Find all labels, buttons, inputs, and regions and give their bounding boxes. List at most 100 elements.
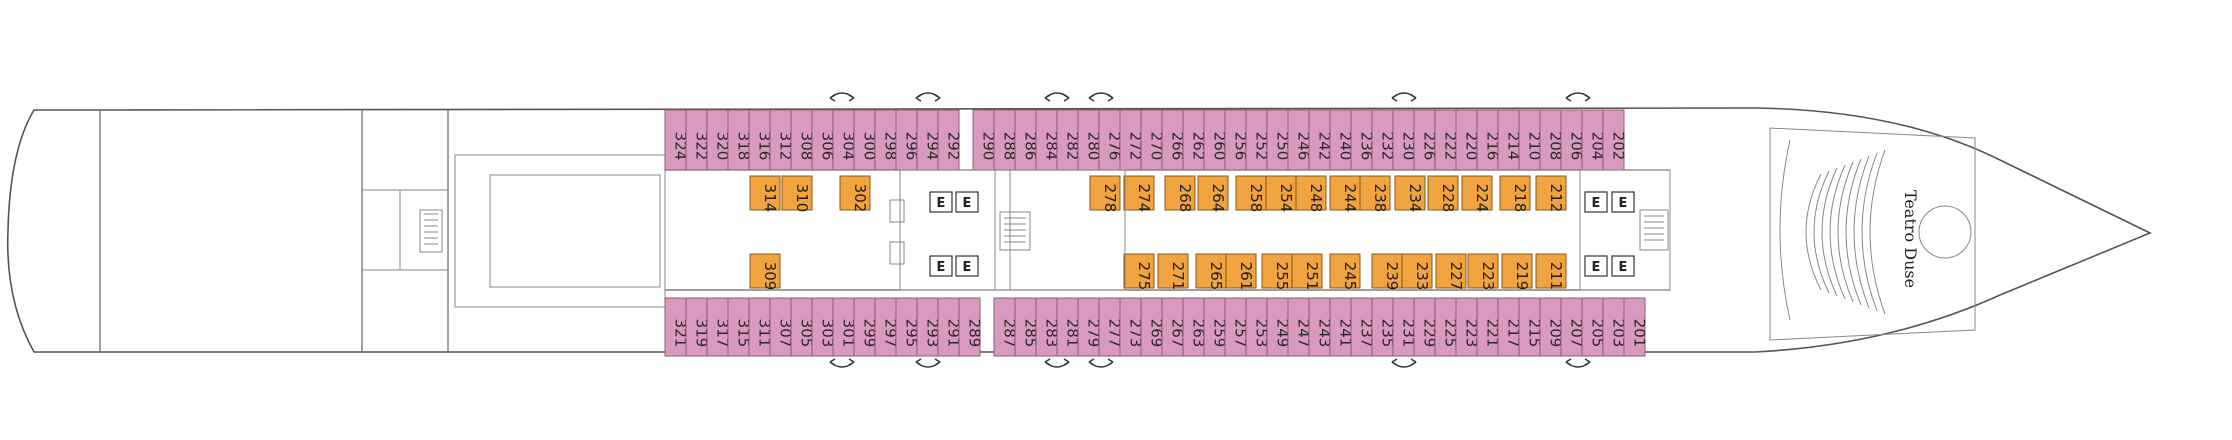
cabin-290: 290 [972,109,998,171]
cabin-number: 206 [1568,132,1586,161]
cabin-number: 303 [819,319,837,348]
cabin-number: 244 [1341,184,1359,213]
cabin-number: 214 [1505,132,1523,161]
cabin-number: 218 [1511,184,1529,213]
cabin-number: 278 [1101,184,1119,213]
elevator-icon: E [1611,255,1635,277]
cabin-276: 276 [1098,109,1124,171]
elevator-icon: E [955,255,979,277]
cabin-number: 298 [882,132,900,161]
cabin-number: 282 [1064,132,1082,161]
inner-cabin-238: 238 [1359,175,1391,212]
cabin-number: 267 [1169,319,1187,348]
inner-cabin-255: 255 [1261,253,1293,290]
cabin-294: 294 [916,109,942,171]
cabin-block [781,175,813,211]
cabin-number: 208 [1547,132,1565,161]
cabin-number: 225 [1442,319,1460,348]
cabin-number: 247 [1295,319,1313,348]
aft-pool-area [454,154,666,308]
cabin-number: 307 [777,319,795,348]
cabin-number: 268 [1176,184,1194,213]
cabin-block [1265,175,1297,211]
cabin-number: 211 [1547,262,1565,291]
cabin-number: 321 [672,319,690,348]
cabin-number: 294 [924,132,942,161]
cabin-number: 215 [1526,319,1544,348]
cabin-number: 250 [1274,132,1292,161]
cabin-321: 321 [664,297,690,357]
cabin-block [1435,253,1467,289]
cabin-block [1164,175,1196,211]
cabin-number: 306 [819,132,837,161]
cabin-237: 237 [1350,297,1376,357]
cabin-number: 219 [1513,262,1531,291]
cabin-number: 287 [1001,319,1019,348]
cabin-number: 253 [1253,319,1271,348]
cabin-257: 257 [1224,297,1250,357]
cabin-231: 231 [1392,297,1418,357]
cabin-number: 259 [1211,319,1229,348]
venue-label: Teatro Duse [1901,190,1920,288]
aft-staircase [419,209,443,253]
cabin-number: 260 [1211,132,1229,161]
cabin-number: 204 [1589,132,1607,161]
cabin-279: 279 [1077,297,1103,357]
cabin-number: 216 [1484,132,1502,161]
cabin-201: 201 [1623,297,1649,357]
cabin-number: 209 [1547,319,1565,348]
cabin-number: 223 [1479,262,1497,291]
inner-cabin-251: 251 [1291,253,1323,290]
cabin-number: 289 [966,319,984,348]
cabin-number: 207 [1568,319,1586,348]
cabin-number: 245 [1341,262,1359,291]
cabin-number: 233 [1413,262,1431,291]
cabin-number: 241 [1337,319,1355,348]
cabin-number: 261 [1237,262,1255,291]
cabin-number: 230 [1400,132,1418,161]
cabin-209: 209 [1539,297,1565,357]
inner-cabin-248: 248 [1295,175,1327,212]
cabin-number: 283 [1043,319,1061,348]
cabin-236: 236 [1350,109,1376,171]
connecting-arrow-icon [915,92,941,102]
inner-cabin-228: 228 [1427,175,1459,212]
connecting-arrow-icon [915,358,941,368]
cabin-number: 297 [882,319,900,348]
cabin-block [1235,175,1267,211]
inner-cabin-227: 227 [1435,253,1467,291]
cabin-number: 299 [861,319,879,348]
cabin-203: 203 [1602,297,1628,357]
cabin-number: 227 [1447,262,1465,291]
inner-cabin-271: 271 [1157,253,1189,290]
svg-text:E: E [963,260,972,275]
cabin-324: 324 [664,109,690,171]
connecting-arrow-icon [1088,358,1114,368]
cabin-301: 301 [832,297,858,357]
inner-cabin-211: 211 [1535,253,1567,291]
cabin-number: 317 [714,319,732,348]
cabin-block [1261,253,1293,289]
cabin-number: 296 [903,132,921,161]
cabin-block [1291,253,1323,289]
elevator-icon: E [1611,191,1635,213]
cabin-block [1623,297,1646,357]
cabin-number: 293 [924,319,942,348]
inner-cabin-244: 244 [1329,175,1361,213]
cabin-267: 267 [1161,297,1187,357]
cabin-number: 310 [793,184,811,213]
cabin-number: 316 [756,132,774,161]
connecting-arrow-icon [829,358,855,368]
cabin-number: 280 [1085,132,1103,161]
connecting-arrow-icon [829,92,855,102]
inner-cabin-275: 275 [1123,253,1155,290]
cabin-number: 231 [1400,319,1418,348]
cabin-number: 300 [861,132,879,161]
cabin-number: 284 [1043,132,1061,161]
cabin-number: 262 [1190,132,1208,161]
cabin-number: 292 [945,132,963,161]
cabin-269: 269 [1140,297,1166,357]
cabin-number: 305 [798,319,816,348]
